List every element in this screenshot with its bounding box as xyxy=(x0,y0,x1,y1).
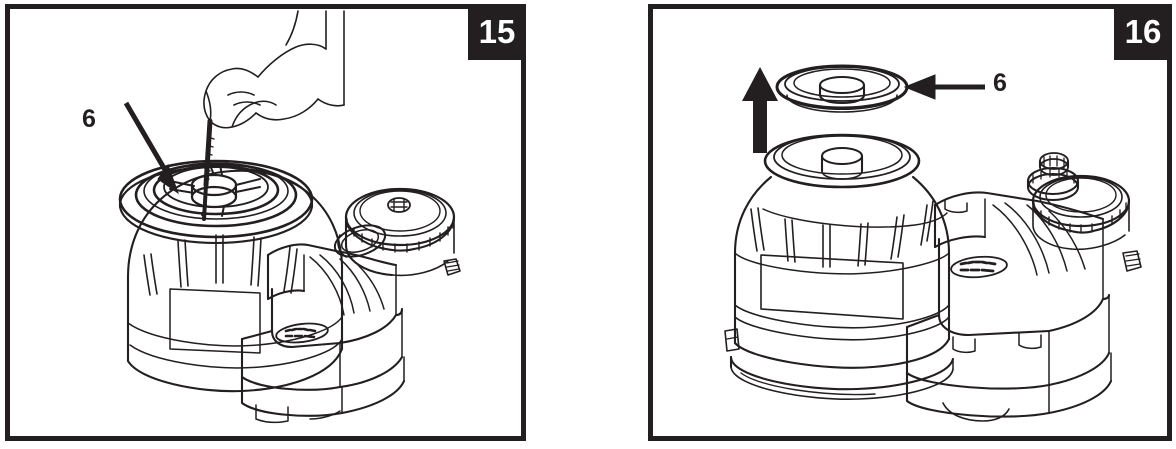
tank-top-spoked-opening xyxy=(152,164,280,217)
housing-connector-ribs xyxy=(309,254,385,316)
tank-neck-collar xyxy=(118,159,314,245)
dome-ribs-16 xyxy=(750,200,934,268)
pump-motor-housing-16 xyxy=(905,191,1113,422)
strainer-basket-assembly-16 xyxy=(1026,152,1142,272)
collar-knurl xyxy=(1032,168,1075,184)
instruction-panel-16: 6 16 xyxy=(648,4,1172,441)
hand-illustration xyxy=(203,10,345,129)
housing-connector-ribs-16 xyxy=(992,202,1086,276)
filter-tank-body-16 xyxy=(724,254,951,369)
lift-motion-arrow xyxy=(742,67,778,153)
panel-16-illustration xyxy=(724,64,1142,422)
brand-logo-badge-16 xyxy=(950,255,1008,279)
pump-motor-housing xyxy=(240,243,406,424)
callout-label-6-panel-15: 6 xyxy=(82,105,96,133)
brand-logo-badge xyxy=(275,322,329,344)
panel-15-callout-arrow xyxy=(123,101,179,195)
instruction-panel-15: 6 15 xyxy=(5,4,526,441)
strainer-basket-assembly xyxy=(333,187,461,277)
dome-ribs xyxy=(143,234,298,296)
step-number-badge-16: 16 xyxy=(1114,4,1172,60)
panel-15-illustration xyxy=(118,10,461,424)
panel-16-callout-arrow xyxy=(903,74,985,100)
tank-top-collar xyxy=(763,133,921,189)
filter-tank-dome xyxy=(733,175,951,345)
callout-label-6-panel-16: 6 xyxy=(993,69,1007,97)
step-number-badge-15: 15 xyxy=(468,4,526,60)
